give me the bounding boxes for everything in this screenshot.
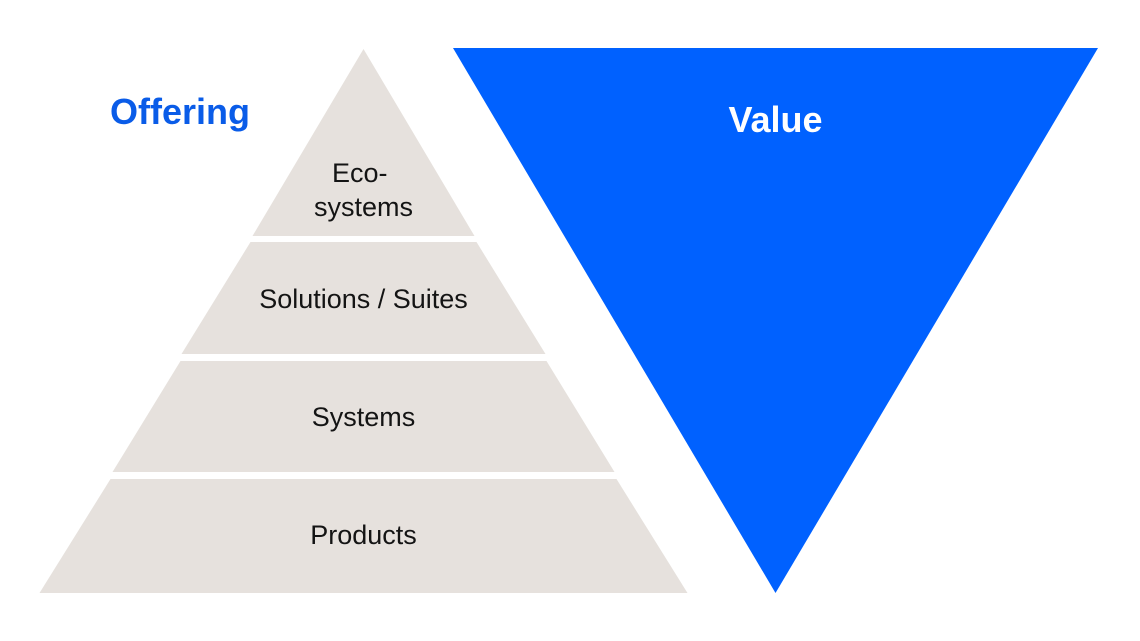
value-title: Value — [728, 99, 822, 140]
tier-label-ecosystems: Eco- systems — [314, 158, 413, 222]
tier-label-systems: Systems — [312, 402, 416, 432]
offering-title: Offering — [110, 91, 250, 132]
pyramid-tier-systems — [112, 361, 615, 472]
offering-pyramid — [39, 49, 688, 593]
pyramid-tier-labels: Eco- systems Solutions / Suites Systems … — [259, 158, 468, 550]
tier-label-ecosystems-line-2: systems — [314, 192, 413, 222]
tier-label-solutions-suites: Solutions / Suites — [259, 284, 468, 314]
pyramid-tier-solutions-suites — [181, 242, 546, 354]
pyramid-tier-products — [39, 479, 688, 593]
value-triangle — [453, 48, 1098, 593]
pyramid-tier-ecosystems — [252, 49, 475, 236]
tier-label-products: Products — [310, 520, 417, 550]
tier-label-ecosystems-line-1: Eco- — [332, 158, 388, 188]
